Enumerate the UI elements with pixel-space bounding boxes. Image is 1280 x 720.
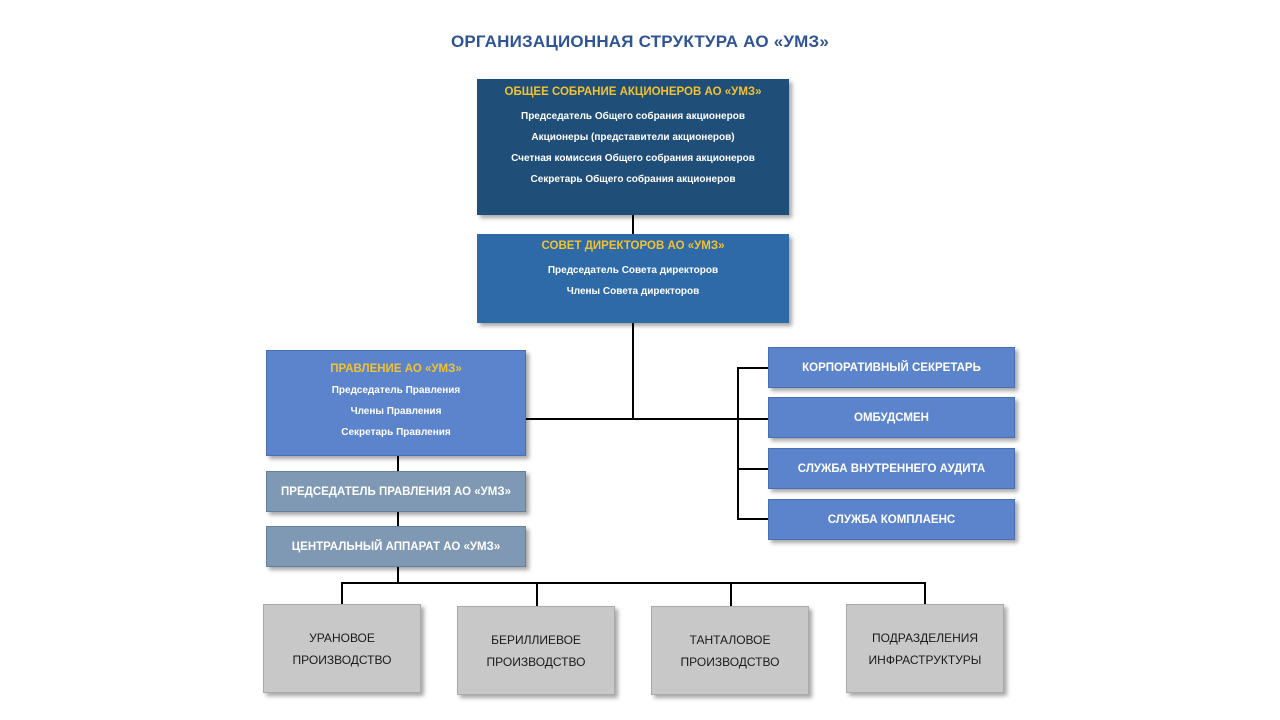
connector-line xyxy=(341,582,343,604)
connector-line xyxy=(632,323,634,419)
connector-line xyxy=(526,418,737,420)
connector-line xyxy=(924,582,926,604)
shareholders-meeting-box: ОБЩЕЕ СОБРАНИЕ АКЦИОНЕРОВ АО «УМЗ» Предс… xyxy=(477,79,789,215)
chairman-box: ПРЕДСЕДАТЕЛЬ ПРАВЛЕНИЯ АО «УМЗ» xyxy=(266,471,526,512)
connector-line xyxy=(730,582,732,606)
member-item: Счетная комиссия Общего собрания акционе… xyxy=(511,153,755,164)
central-office-box: ЦЕНТРАЛЬНЫЙ АППАРАТ АО «УМЗ» xyxy=(266,526,526,567)
member-item: Секретарь Правления xyxy=(341,427,451,438)
connector-line xyxy=(737,367,768,369)
division-label: ПРОИЗВОДСТВО xyxy=(680,654,780,669)
connector-line xyxy=(341,582,926,584)
board-of-directors-box: СОВЕТ ДИРЕКТОРОВ АО «УМЗ» Председатель С… xyxy=(477,234,789,323)
division-label: ТАНТАЛОВОЕ xyxy=(689,632,771,647)
division-label: ПРОИЗВОДСТВО xyxy=(486,654,586,669)
connector-line xyxy=(737,418,768,420)
connector-line xyxy=(737,468,768,470)
division-label: ИНФРАСТРУКТУРЫ xyxy=(868,652,982,667)
member-item: Председатель Правления xyxy=(331,385,461,396)
ombudsman-box: ОМБУДСМЕН xyxy=(768,397,1015,438)
member-item: Председатель Общего собрания акционеров xyxy=(521,111,745,122)
connector-line xyxy=(737,367,739,519)
member-item: Члены Совета директоров xyxy=(566,285,700,297)
member-item: Председатель Совета директоров xyxy=(547,264,719,276)
connector-line xyxy=(536,582,538,606)
division-box-infrastructure: ПОДРАЗДЕЛЕНИЯ ИНФРАСТРУКТУРЫ xyxy=(846,604,1004,693)
member-item: Члены Правления xyxy=(350,406,442,417)
compliance-box: СЛУЖБА КОМПЛАЕНС xyxy=(768,499,1015,540)
division-label: ПОДРАЗДЕЛЕНИЯ xyxy=(871,630,979,645)
division-label: УРАНОВОЕ xyxy=(309,630,375,645)
page-title: ОРГАНИЗАЦИОННАЯ СТРУКТУРА АО «УМЗ» xyxy=(450,32,830,51)
division-label: БЕРИЛЛИЕВОЕ xyxy=(491,632,581,647)
division-box-tantalum: ТАНТАЛОВОЕ ПРОИЗВОДСТВО xyxy=(651,606,809,695)
corporate-secretary-box: КОРПОРАТИВНЫЙ СЕКРЕТАРЬ xyxy=(768,347,1015,388)
connector-line xyxy=(397,512,399,526)
connector-line xyxy=(632,215,634,234)
shareholders-meeting-heading: ОБЩЕЕ СОБРАНИЕ АКЦИОНЕРОВ АО «УМЗ» xyxy=(504,86,762,98)
member-item: Секретарь Общего собрания акционеров xyxy=(530,174,736,185)
division-label: ПРОИЗВОДСТВО xyxy=(292,652,392,667)
division-box-uranium: УРАНОВОЕ ПРОИЗВОДСТВО xyxy=(263,604,421,693)
management-board-heading: ПРАВЛЕНИЕ АО «УМЗ» xyxy=(330,363,462,375)
board-of-directors-heading: СОВЕТ ДИРЕКТОРОВ АО «УМЗ» xyxy=(541,239,725,252)
connector-line xyxy=(397,456,399,471)
connector-line xyxy=(737,518,768,520)
connector-line xyxy=(397,567,399,583)
division-box-beryllium: БЕРИЛЛИЕВОЕ ПРОИЗВОДСТВО xyxy=(457,606,615,695)
internal-audit-box: СЛУЖБА ВНУТРЕННЕГО АУДИТА xyxy=(768,448,1015,489)
member-item: Акционеры (представители акционеров) xyxy=(531,132,735,143)
management-board-box: ПРАВЛЕНИЕ АО «УМЗ» Председатель Правлени… xyxy=(266,350,526,456)
